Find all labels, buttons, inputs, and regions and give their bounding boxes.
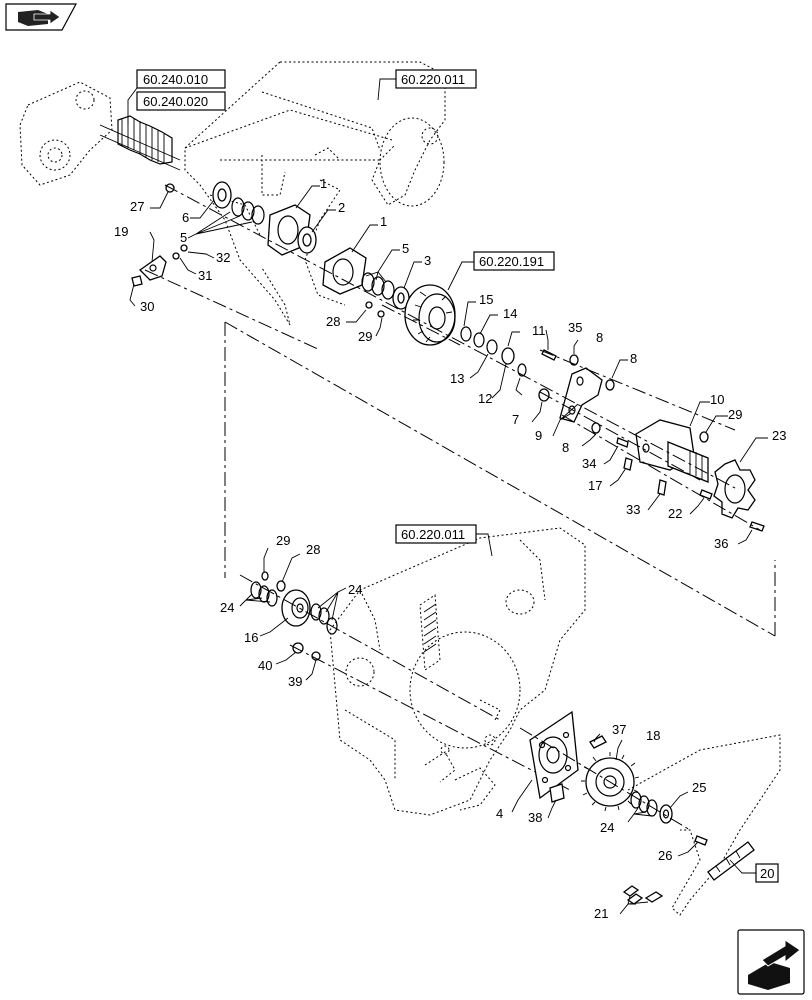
svg-text:60.220.011: 60.220.011 <box>401 527 465 542</box>
svg-text:60.240.010: 60.240.010 <box>143 72 208 87</box>
label-10: 10 <box>710 392 724 407</box>
label-19: 19 <box>114 224 128 239</box>
label-5: 5 <box>402 241 409 256</box>
label-8: 8 <box>630 351 637 366</box>
pivot-bracket <box>131 244 188 287</box>
ref-box-60-220-011-bottom[interactable]: 60.220.011 <box>395 524 477 544</box>
svg-text:20: 20 <box>760 866 774 881</box>
label-22: 22 <box>668 506 682 521</box>
callout-numbers: 27 6 5 1 2 1 5 3 28 29 15 14 13 12 11 35… <box>114 176 786 921</box>
label-17: 17 <box>588 478 602 493</box>
label-7: 7 <box>512 412 519 427</box>
label-3: 3 <box>424 253 431 268</box>
label-18: 18 <box>646 728 660 743</box>
book-arrow-icon[interactable] <box>5 3 78 31</box>
label-24: 24 <box>348 582 362 597</box>
ref-box-60-220-191[interactable]: 60.220.191 <box>473 251 555 271</box>
label-35: 35 <box>568 320 582 335</box>
ref-box-60-240-010[interactable]: 60.240.010 <box>136 69 226 89</box>
label-27: 27 <box>130 199 144 214</box>
ref-box-20[interactable]: 20 <box>755 863 779 883</box>
ref-box-60-220-011-top[interactable]: 60.220.011 <box>395 69 477 89</box>
chain <box>622 734 781 916</box>
svg-text:60.240.020: 60.240.020 <box>143 94 208 109</box>
label-37: 37 <box>612 722 626 737</box>
label-13: 13 <box>450 371 464 386</box>
lower-frame-outline <box>329 527 586 816</box>
label-12: 12 <box>478 391 492 406</box>
label-31: 31 <box>198 268 212 283</box>
label-40: 40 <box>258 658 272 673</box>
gearbox-arm <box>19 81 181 186</box>
svg-text:60.220.191: 60.220.191 <box>479 254 544 269</box>
svg-text:60.220.011: 60.220.011 <box>401 72 465 87</box>
label-5: 5 <box>180 230 187 245</box>
label-29: 29 <box>358 329 372 344</box>
label-6: 6 <box>182 210 189 225</box>
upper-parts <box>165 181 765 532</box>
label-2: 2 <box>338 200 345 215</box>
label-39: 39 <box>288 674 302 689</box>
label-32: 32 <box>216 250 230 265</box>
label-21: 21 <box>594 906 608 921</box>
label-16: 16 <box>244 630 258 645</box>
label-8: 8 <box>562 440 569 455</box>
label-38: 38 <box>528 810 542 825</box>
label-26: 26 <box>658 848 672 863</box>
label-29: 29 <box>728 407 742 422</box>
ref-box-60-240-020[interactable]: 60.240.020 <box>136 91 226 111</box>
label-34: 34 <box>582 456 596 471</box>
label-1: 1 <box>380 214 387 229</box>
label-30: 30 <box>140 299 154 314</box>
label-28: 28 <box>326 314 340 329</box>
label-9: 9 <box>535 428 542 443</box>
label-11: 11 <box>532 323 546 338</box>
callout-leaders <box>129 185 768 915</box>
lower-hub-parts <box>239 571 571 791</box>
ref-leaders <box>127 78 756 874</box>
label-33: 33 <box>626 502 640 517</box>
label-36: 36 <box>714 536 728 551</box>
label-28: 28 <box>306 542 320 557</box>
transfer-outline <box>224 321 776 637</box>
lower-drive-parts <box>519 710 708 846</box>
label-25: 25 <box>692 780 706 795</box>
label-24: 24 <box>220 600 234 615</box>
label-24: 24 <box>600 820 614 835</box>
label-29: 29 <box>276 533 290 548</box>
upper-frame-outline <box>184 61 446 326</box>
centre-lines-upper <box>144 184 761 531</box>
label-23: 23 <box>772 428 786 443</box>
label-4: 4 <box>496 806 503 821</box>
label-15: 15 <box>479 292 493 307</box>
label-1: 1 <box>320 176 327 191</box>
label-8: 8 <box>596 330 603 345</box>
next-page-arrow-icon[interactable] <box>737 929 805 995</box>
label-14: 14 <box>503 306 517 321</box>
